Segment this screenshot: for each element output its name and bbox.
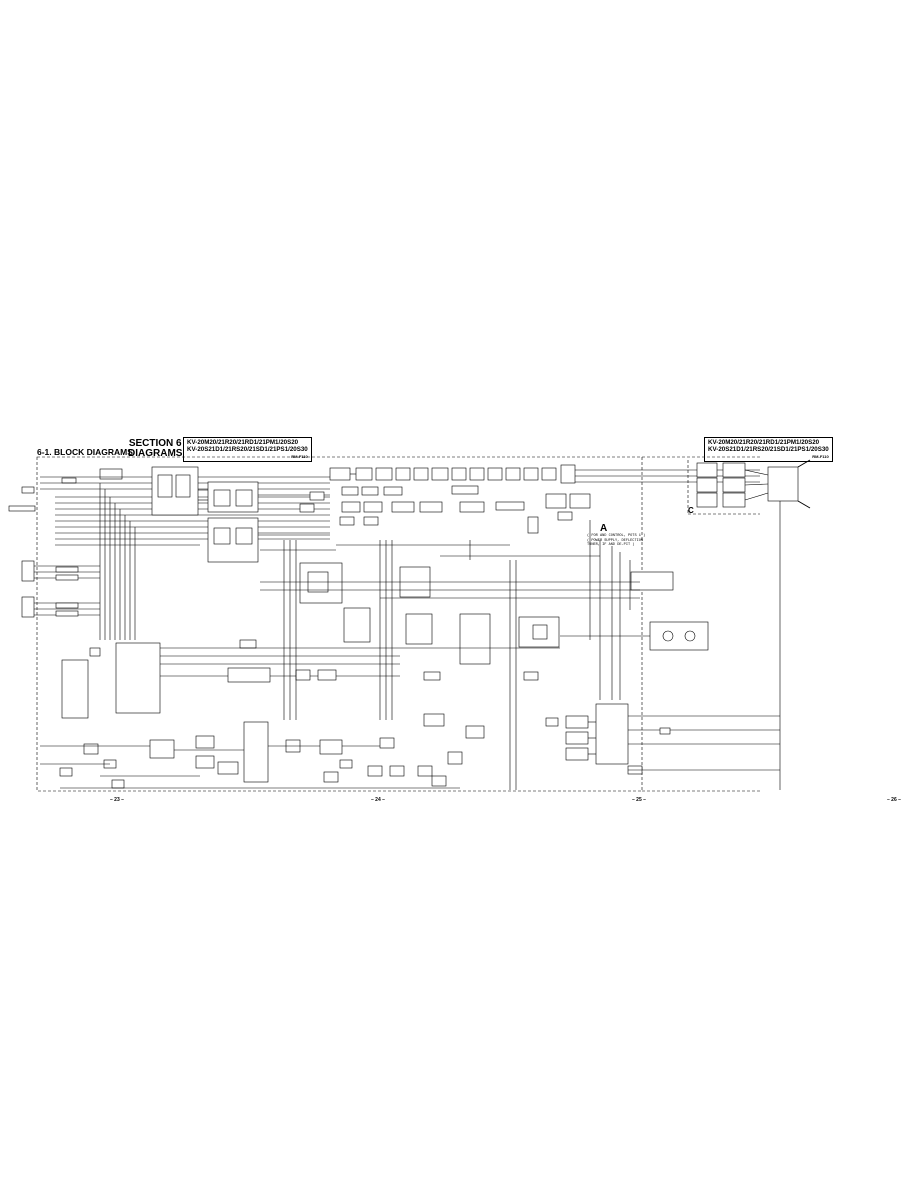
av-switch-blocks: [151, 466, 330, 563]
power-supply-deflection: [40, 713, 485, 789]
model-box-left: KV-20M20/21R20/21RD1/21PM1/20S20 KV-20S2…: [183, 437, 312, 462]
audio-processing-section: [260, 562, 709, 665]
block-diagrams-title: 6-1. BLOCK DIAGRAMS: [37, 447, 133, 457]
model-line-2-right: KV-20S21D1/21RS20/21SD1/21PS1/20S30: [708, 446, 829, 453]
system-control-section: [61, 639, 560, 719]
remote-model-right: RM-F110: [812, 454, 829, 459]
model-box-right: KV-20M20/21R20/21RD1/21PM1/20S20 KV-20S2…: [704, 437, 833, 462]
board-a-frame: [36, 456, 643, 792]
page-number-25: – 25 –: [632, 797, 646, 803]
board-marker-a: A: [600, 523, 608, 534]
section-heading: SECTION 6 DIAGRAMS: [128, 439, 182, 459]
board-a-note-line-1: ( FOR AND CONTROL, POTS 1 ): [587, 534, 646, 538]
video-processing-chain: [299, 464, 760, 534]
board-a-note-line-3: TUNER, IF AND DE-PIT ): [587, 543, 635, 548]
vertical-buses: [99, 483, 631, 790]
left-input-terminals: [8, 486, 100, 618]
model-line-1-right: KV-20M20/21R20/21RD1/21PM1/20S20: [708, 439, 820, 446]
page-number-23: – 23 –: [110, 797, 124, 803]
remote-model: RM-F110: [291, 454, 308, 459]
page-number-26: – 26 –: [887, 797, 901, 803]
board-a-note: ( FOR AND CONTROL, POTS 1 ) ( POWER SUPP…: [587, 534, 645, 548]
c-board-crt-drive: [687, 459, 811, 790]
page-number-24: – 24 –: [371, 797, 385, 803]
section-subtitle: DIAGRAMS: [128, 448, 183, 459]
section-title: SECTION 6: [128, 438, 182, 449]
board-a-note-line-2: ( POWER SUPPLY, DEFLECTION: [587, 538, 644, 543]
model-line-2: KV-20S21D1/21RS20/21SD1/21PS1/20S30: [187, 446, 308, 453]
model-line-1: KV-20M20/21R20/21RD1/21PM1/20S20: [187, 439, 299, 446]
horizontal-deflection-section: [545, 703, 780, 775]
board-marker-c: C: [688, 506, 694, 515]
